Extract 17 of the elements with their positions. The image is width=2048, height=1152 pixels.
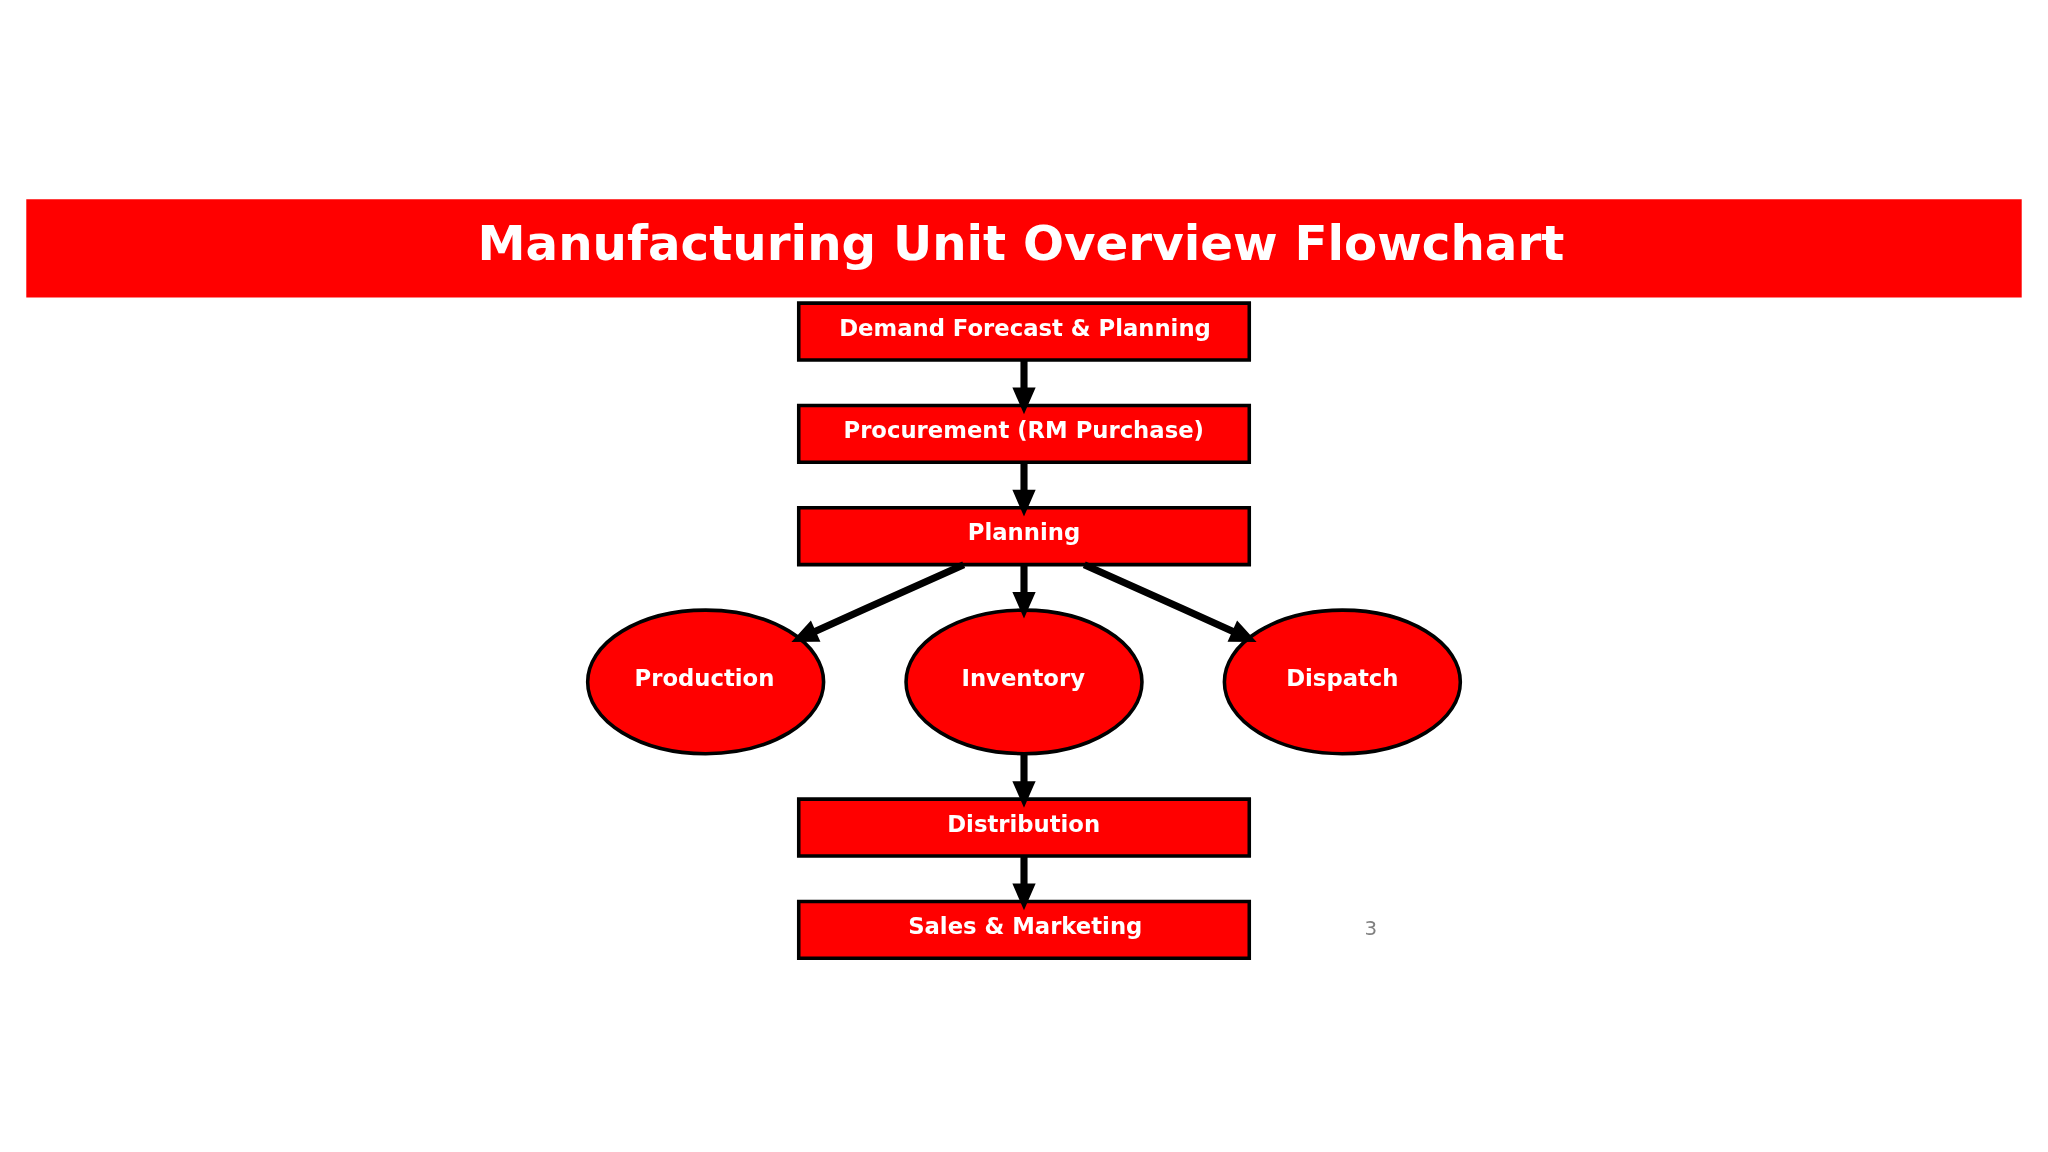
diagram-title: Manufacturing Unit Overview Flowchart: [477, 215, 1565, 272]
label: 3: [1364, 917, 1378, 941]
arrow: [1082, 561, 1257, 642]
arrow: [1012, 360, 1036, 415]
node-box: Procurement (RM Purchase): [796, 403, 1252, 465]
node-ellipse: Inventory: [904, 608, 1144, 756]
node-box: Distribution: [796, 797, 1252, 858]
node-ellipse: Dispatch: [1222, 608, 1463, 756]
arrow: [791, 561, 966, 642]
node-ellipse: Production: [585, 608, 826, 756]
arrow: [1012, 462, 1036, 517]
node-box: Demand Forecast & Planning: [796, 301, 1252, 362]
arrow: [1012, 856, 1036, 911]
arrow: [1012, 565, 1036, 619]
node-box: Planning: [796, 506, 1252, 567]
arrow: [1012, 753, 1036, 808]
node-box: Sales & Marketing: [796, 899, 1252, 961]
